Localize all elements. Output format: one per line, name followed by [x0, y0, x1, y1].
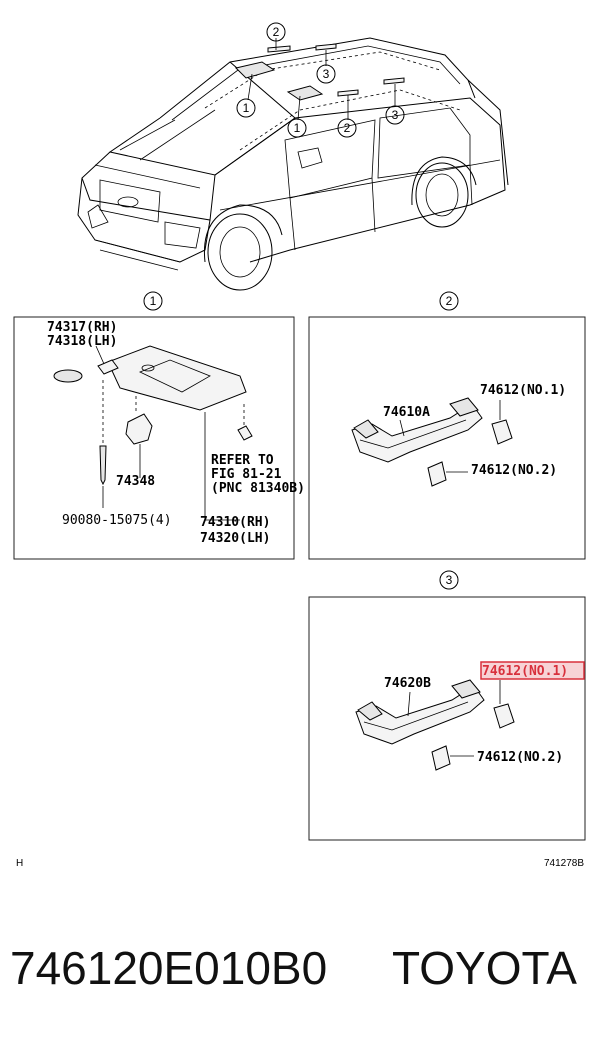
- visor-clip: [125, 413, 153, 445]
- label-74612-no2: 74612(NO.2): [471, 463, 557, 478]
- sheet-id: 741278B: [544, 858, 584, 869]
- cover-no1: [491, 419, 513, 445]
- label-74348: 74348: [116, 474, 155, 489]
- panel-assist-grip-b: 74612(NO.1) 74620B 74612(NO.2): [308, 596, 586, 841]
- callout-circle: 1: [287, 118, 307, 138]
- callout-circle: 3: [316, 64, 336, 84]
- callout-circle: 3: [385, 105, 405, 125]
- label-74318-lh: 74318(LH): [47, 334, 117, 349]
- brand-name: TOYOTA: [392, 942, 577, 994]
- section-number-3: 3: [439, 570, 459, 590]
- label-74310-rh: 74310(RH): [200, 515, 270, 530]
- visor-location-marker: [235, 61, 324, 101]
- panel-assist-grip-a: 74610A 74612(NO.1) 74612(NO.2): [308, 316, 586, 560]
- assist-grip: [355, 685, 485, 745]
- highlight-box: [480, 661, 585, 680]
- cover-no2: [431, 745, 451, 771]
- assist-grip: [351, 403, 483, 463]
- callout-number: 1: [294, 121, 301, 135]
- cover-no1: [493, 703, 515, 729]
- refer-text-3: (PNC 81340B): [211, 481, 305, 496]
- label-74320-lh: 74320(LH): [200, 531, 270, 546]
- callout-circle: 2: [337, 118, 357, 138]
- label-90080-15075: 90080-15075(4): [62, 513, 172, 528]
- part-number: 746120E010B0: [10, 942, 328, 994]
- callout-number: 1: [243, 101, 250, 115]
- refer-text-2: FIG 81-21: [211, 467, 282, 482]
- svg-text:2: 2: [446, 294, 453, 308]
- callout-number: 3: [323, 67, 330, 81]
- vehicle-illustration: [77, 37, 509, 291]
- callout-number: 2: [344, 121, 351, 135]
- label-74317-rh: 74317(RH): [47, 320, 117, 335]
- label-74620b: 74620B: [384, 676, 431, 691]
- panel-sun-visor: 74317(RH) 74318(LH) 74348 90080-15075(4)…: [13, 316, 305, 560]
- screw: [99, 445, 107, 486]
- callout-number: 3: [392, 108, 399, 122]
- callout-circle: 2: [266, 22, 286, 42]
- label-74612-no2: 74612(NO.2): [477, 750, 563, 765]
- sheet-mark-left: H: [16, 858, 23, 869]
- refer-text-1: REFER TO: [211, 453, 274, 468]
- callout-number: 2: [273, 25, 280, 39]
- callout-circle: 1: [236, 98, 256, 118]
- label-74612-no1: 74612(NO.1): [480, 383, 566, 398]
- section-number-2: 2: [439, 291, 459, 311]
- car-callouts: 2 3 1 1 2 3: [236, 22, 405, 138]
- label-74610a: 74610A: [383, 405, 430, 420]
- label-74612-no1-highlighted: 74612(NO.1): [482, 664, 568, 679]
- visor-holder: [53, 369, 83, 383]
- cover-no2: [427, 461, 447, 487]
- svg-text:3: 3: [446, 573, 453, 587]
- svg-text:1: 1: [150, 294, 157, 308]
- section-number-1: 1: [143, 291, 163, 311]
